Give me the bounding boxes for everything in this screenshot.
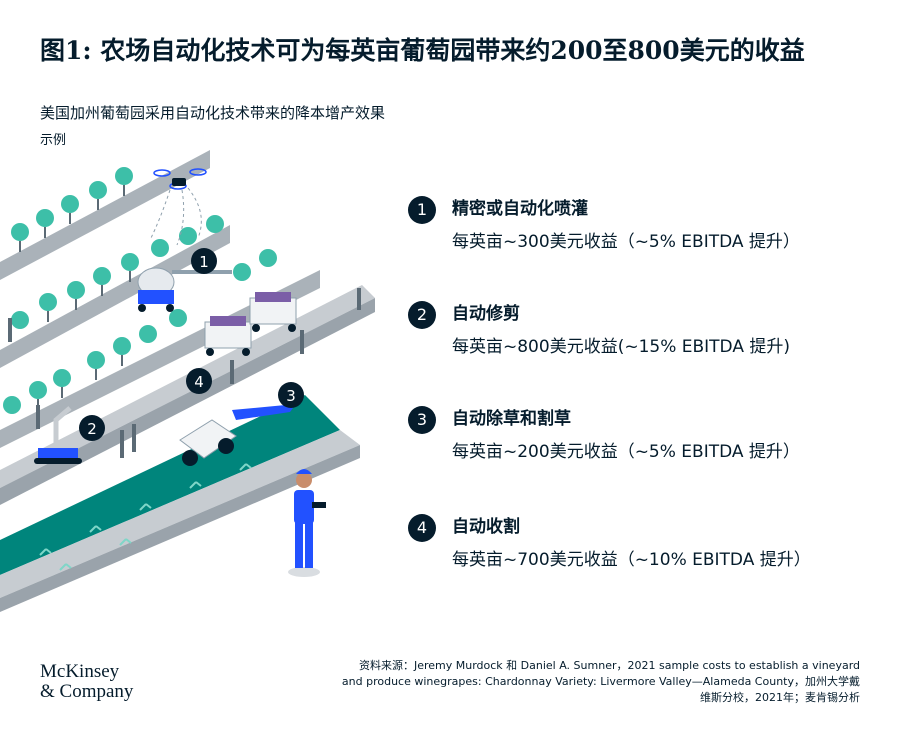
illustrative-note: 示例 <box>40 133 67 148</box>
benefit-title: 自动修剪 <box>452 304 520 324</box>
svg-text:2: 2 <box>87 420 97 438</box>
vine-trees <box>3 167 277 414</box>
marker-4: 4 <box>186 368 212 394</box>
marker-3: 3 <box>278 382 304 408</box>
vine-row-strip-2 <box>0 225 230 368</box>
svg-text:3: 3 <box>286 387 296 405</box>
farm-worker <box>288 469 326 577</box>
irrigation-robot <box>137 267 232 312</box>
weeding-lane-edge-side <box>0 445 360 612</box>
page-title: 图1: 农场自动化技术可为每英亩葡萄园带来约200至800美元的收益 <box>40 36 805 65</box>
number-badge: 1 <box>408 196 436 224</box>
mckinsey-logo: McKinsey & Company <box>40 661 134 702</box>
vineyard-illustration: 1 2 3 4 <box>0 150 375 612</box>
benefit-item-harvesting: 4 自动收割 每英亩~700美元收益（~10% EBITDA 提升） <box>408 508 888 578</box>
benefit-title: 精密或自动化喷灌 <box>452 199 588 219</box>
number-badge: 2 <box>408 301 436 329</box>
benefit-item-irrigation: 1 精密或自动化喷灌 每英亩~300美元收益（~5% EBITDA 提升） <box>408 190 888 260</box>
benefit-value: 每英亩~200美元收益（~5% EBITDA 提升） <box>452 442 800 462</box>
vine-row-strip-1 <box>0 150 210 280</box>
marker-1: 1 <box>191 248 217 274</box>
benefit-value: 每英亩~300美元收益（~5% EBITDA 提升） <box>452 232 800 252</box>
drone <box>149 168 207 246</box>
grass-sprouts <box>39 463 252 571</box>
svg-text:4: 4 <box>194 373 204 391</box>
benefit-title: 自动收割 <box>452 517 520 537</box>
trellis-posts <box>8 288 361 458</box>
source-note: 资料来源：Jeremy Murdock 和 Daniel A. Sumner，2… <box>341 659 860 704</box>
benefit-item-weeding: 3 自动除草和割草 每英亩~200美元收益（~5% EBITDA 提升） <box>408 400 888 470</box>
benefit-value: 每英亩~700美元收益（~10% EBITDA 提升） <box>452 550 811 570</box>
number-badge: 4 <box>408 514 436 542</box>
weeding-lane <box>0 395 340 575</box>
benefit-item-pruning: 2 自动修剪 每英亩~800美元收益(~15% EBITDA 提升) <box>408 295 888 365</box>
weeding-robot <box>179 404 296 466</box>
ground-strip-side <box>0 298 375 505</box>
harvesting-robots <box>204 292 297 356</box>
svg-text:1: 1 <box>199 253 209 271</box>
page-subtitle: 美国加州葡萄园采用自动化技术带来的降本增产效果 <box>40 104 386 122</box>
marker-2: 2 <box>79 415 105 441</box>
number-badge: 3 <box>408 406 436 434</box>
benefit-title: 自动除草和割草 <box>452 409 571 429</box>
benefit-value: 每英亩~800美元收益(~15% EBITDA 提升) <box>452 337 791 357</box>
pruning-robot <box>34 406 82 464</box>
vine-row-strip-3 <box>0 270 320 448</box>
weeding-lane-edge <box>0 430 360 598</box>
